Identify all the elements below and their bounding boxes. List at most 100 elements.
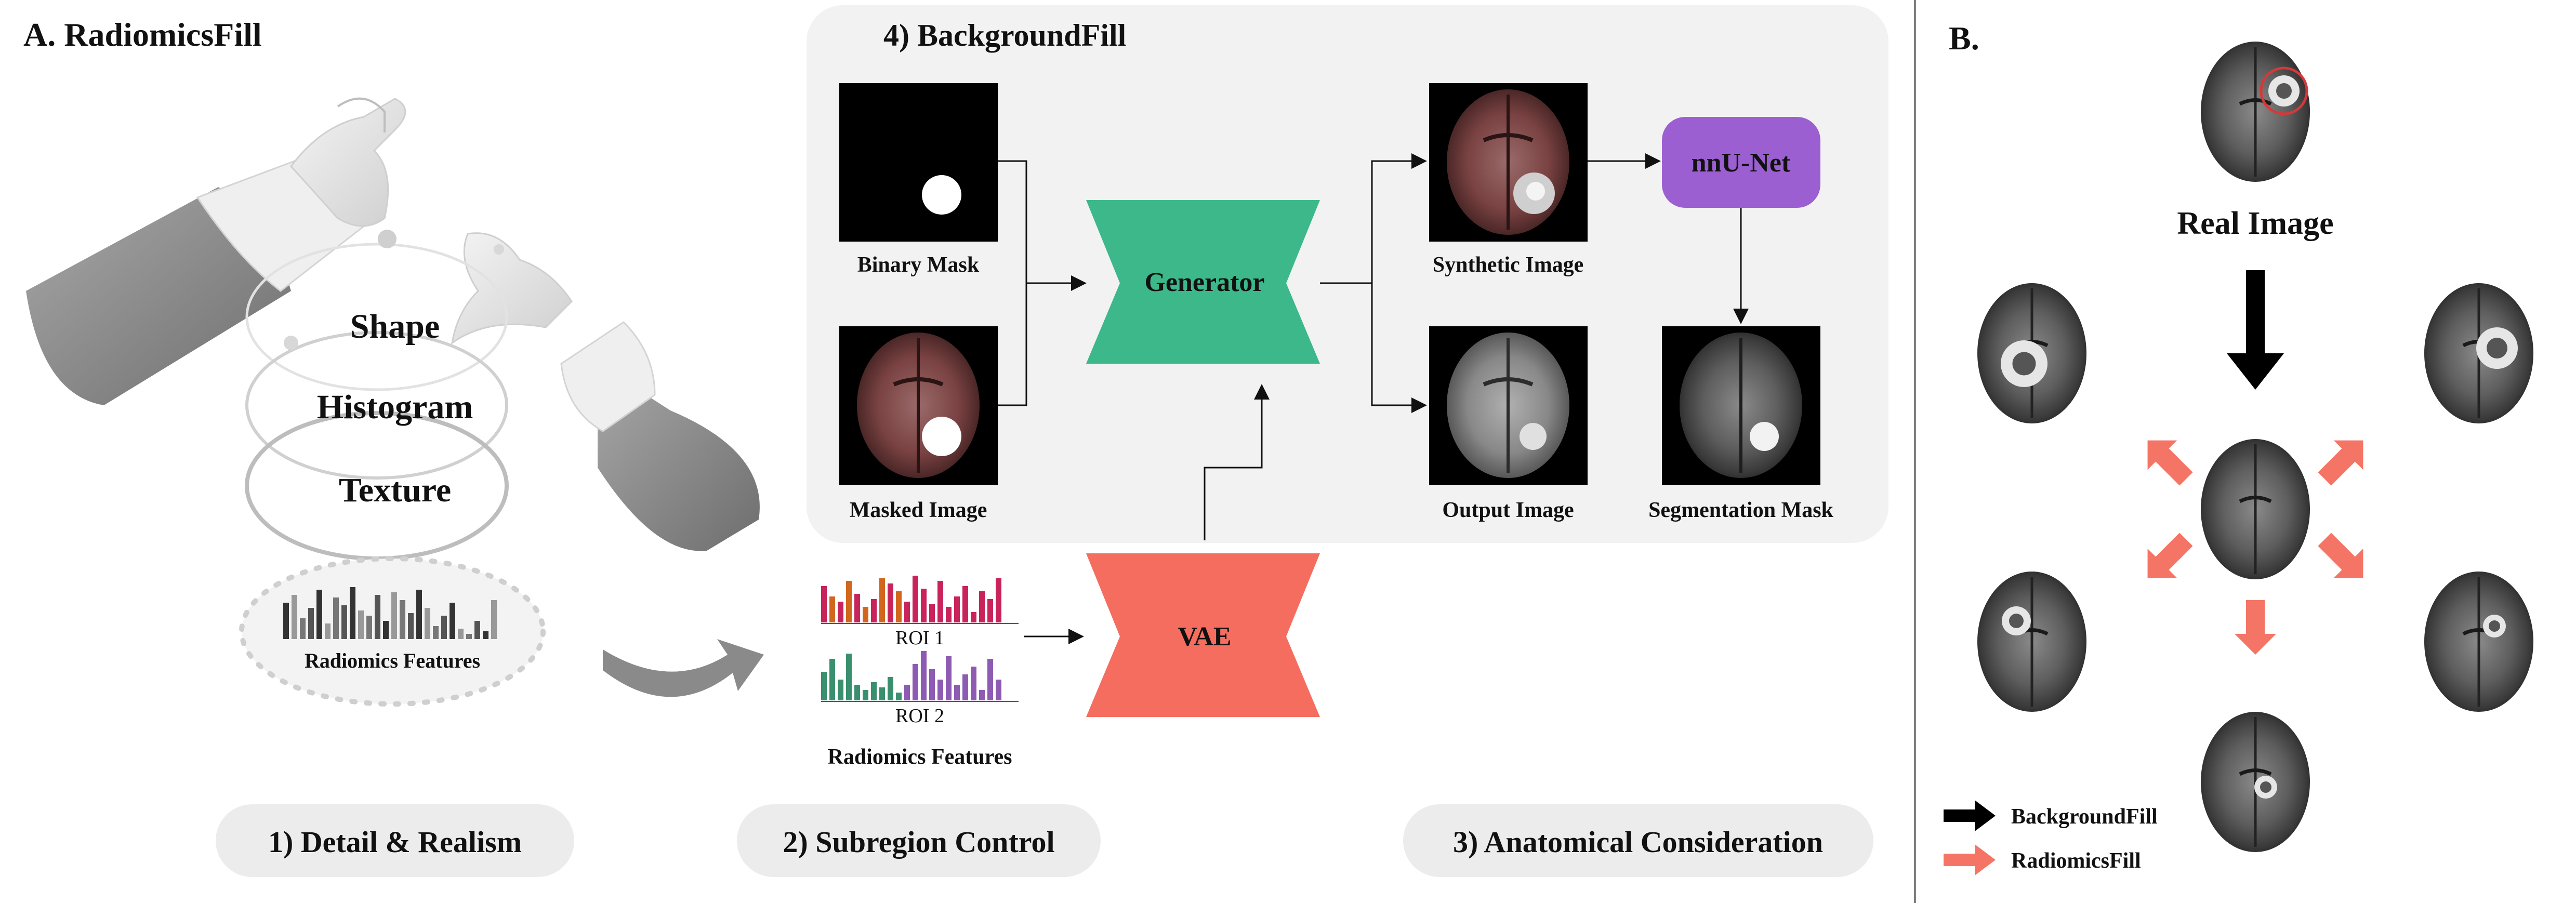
roi1-bar (879, 578, 885, 622)
radiomics-bar (316, 590, 322, 639)
left-sleeve (26, 187, 291, 405)
roi1-bar (863, 607, 868, 622)
curved-arrow (603, 639, 764, 697)
roi2-label: ROI 2 (895, 705, 944, 727)
nnunet-block (1662, 117, 1820, 208)
radiomics-bar (491, 600, 497, 639)
radiomics-bar (375, 595, 380, 639)
binary-mask-label: Binary Mask (857, 253, 980, 277)
radiomics-bars (283, 587, 497, 639)
radiomics-bar (391, 592, 397, 639)
vae-label: VAE (1178, 622, 1231, 652)
backgroundfill-title: 4) BackgroundFill (883, 18, 1126, 52)
radiomics-bar (300, 618, 306, 639)
roi2-bar (913, 664, 918, 700)
radiomics-bar (408, 613, 414, 639)
left-hand (290, 98, 406, 227)
radiomics-bar (483, 631, 488, 639)
brain-center (2201, 439, 2310, 579)
legend-radiomicsfill-label: RadiomicsFill (2011, 849, 2141, 873)
radiomics-arrow-downright (2318, 533, 2363, 578)
roi2-bar (821, 672, 827, 700)
roi1-bar (888, 583, 893, 622)
legend-backgroundfill-label: BackgroundFill (2011, 805, 2158, 829)
radiomics-bar (474, 621, 480, 639)
binary-mask-image (839, 83, 998, 242)
radiomics-bar (383, 621, 389, 639)
radiomics-features-label: Radiomics Features (305, 649, 480, 672)
roi2-bar (904, 685, 910, 700)
pill-detail-realism (216, 804, 574, 877)
radiomics-bar (325, 623, 331, 639)
generator-label: Generator (1144, 268, 1264, 297)
roi1-bar (821, 586, 827, 622)
panel-a-title: A. RadiomicsFill (23, 16, 262, 53)
roi2-bar (996, 680, 1001, 700)
brain-topright (2424, 283, 2533, 423)
roi2-bar (863, 690, 868, 700)
radiomics-bar (350, 587, 355, 639)
vae-to-generator-arrow (1204, 384, 1270, 540)
radiomics-bar (458, 629, 464, 639)
layer-histogram: Histogram (317, 388, 473, 426)
radiomics-arrow-down (2235, 600, 2276, 655)
backgroundfill-box (807, 5, 1888, 543)
roi2-bar (962, 674, 968, 700)
generator-connectors (1320, 153, 1427, 413)
roi1-bar (896, 591, 902, 622)
nnunet-label: nnU-Net (1692, 148, 1791, 178)
right-sleeve (598, 364, 760, 551)
generator-block (1086, 200, 1320, 364)
roi1-bar (979, 591, 985, 622)
radiomics-bar (292, 595, 297, 639)
roi2-bar (871, 682, 877, 700)
roi1-bar (996, 578, 1001, 622)
roi1-bar (946, 607, 952, 622)
layer-shape: Shape (350, 308, 440, 346)
right-hand (451, 232, 573, 345)
panel-b-brains (1977, 42, 2533, 852)
real-brain (2201, 42, 2310, 182)
roi1-bar (937, 581, 943, 622)
radiomics-bar (333, 597, 339, 639)
roi2-bars (821, 651, 1001, 700)
radiomics-bar (441, 616, 447, 639)
roi2-bar (971, 667, 976, 700)
roi2-bar (937, 680, 943, 700)
roi1-bar (929, 604, 935, 622)
pill-detail-realism-label: 1) Detail & Realism (268, 825, 522, 859)
roi2-bar (954, 685, 960, 700)
masked-image-label: Masked Image (850, 498, 987, 522)
radiomics-arrow-upleft (2147, 440, 2193, 486)
brain-topleft (1977, 283, 2086, 423)
real-image-label: Real Image (2177, 206, 2333, 241)
roi2-bar (838, 680, 843, 700)
panel-b-legend: BackgroundFill RadiomicsFill (1944, 800, 2158, 875)
roi2-bar (929, 669, 935, 700)
radiomics-arrow-upright (2318, 440, 2363, 486)
layer-texture: Texture (339, 471, 451, 509)
radiomics-arrow-downleft (2147, 533, 2193, 578)
segmentation-mask-label: Segmentation Mask (1648, 498, 1833, 522)
roi1-label: ROI 1 (895, 627, 944, 649)
hands-illustration (26, 97, 760, 561)
roi2-bar (896, 693, 902, 700)
roi1-bar (838, 602, 843, 622)
roi1-bar (971, 612, 976, 622)
backgroundfill-arrow (2227, 270, 2284, 390)
roi2-bar (854, 685, 860, 700)
mask-connectors (998, 160, 1087, 406)
roi1-bar (854, 594, 860, 622)
output-image-label: Output Image (1442, 498, 1574, 522)
pill-anatomical-consideration (1403, 804, 1873, 877)
pill-subregion-control (737, 804, 1101, 877)
roi1-bar (954, 596, 960, 622)
radiomics-bar (425, 608, 430, 639)
legend-radiomicsfill-arrow (1944, 844, 1996, 875)
roi1-bar (829, 596, 835, 622)
radiomics-bar (400, 600, 405, 639)
synthetic-image-label: Synthetic Image (1433, 253, 1583, 277)
roi2-bar (829, 659, 835, 700)
radiomics-bar (416, 590, 422, 639)
